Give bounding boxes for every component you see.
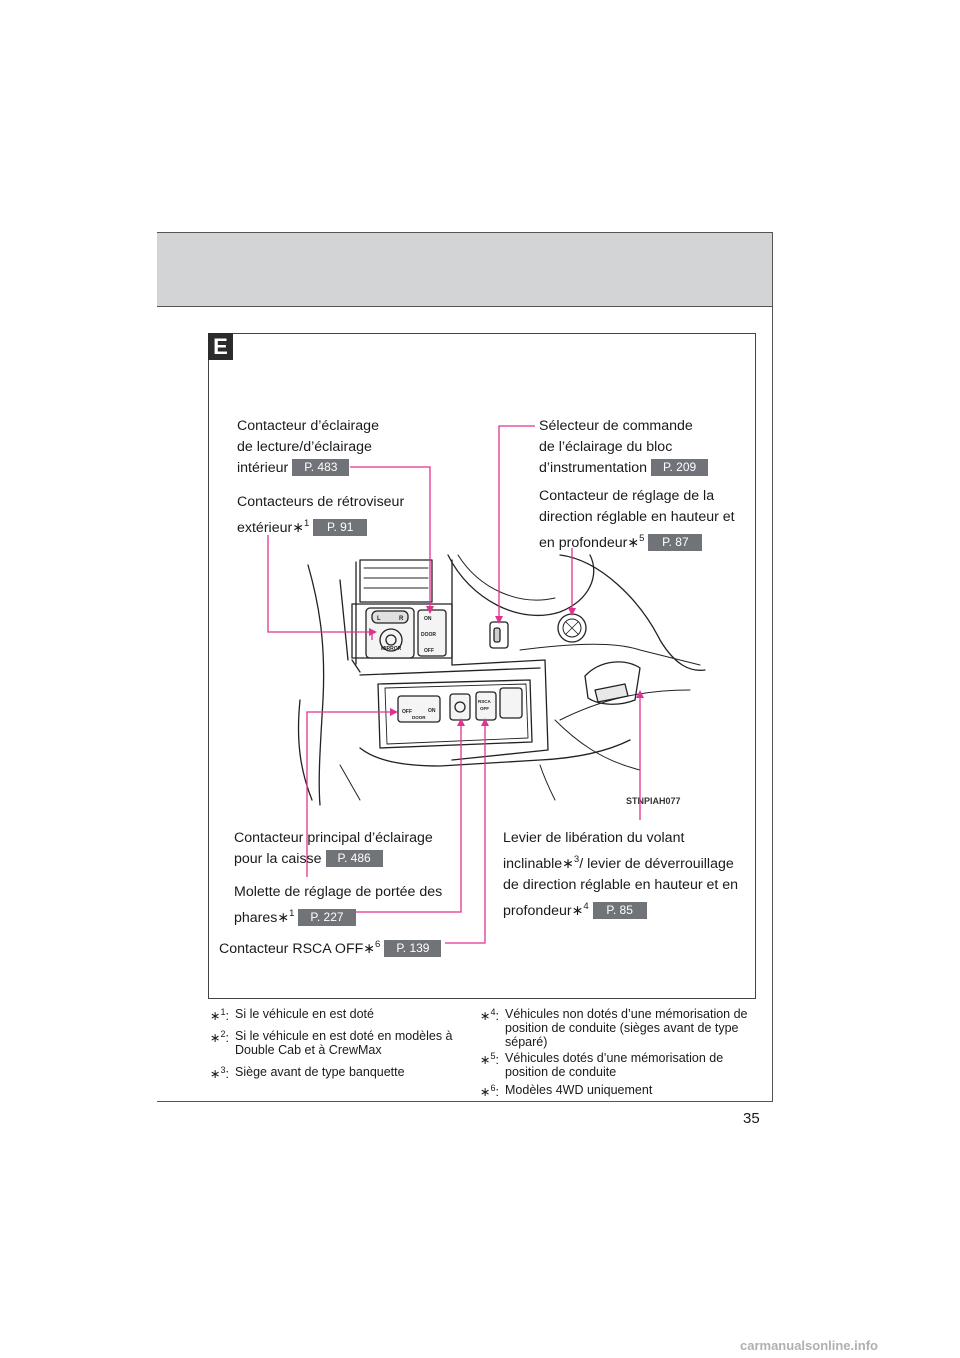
- right-margin-rule: [772, 232, 773, 1102]
- section-badge: E: [208, 333, 233, 360]
- callout-bed-light: Contacteur principal d’éclairage pour la…: [234, 830, 433, 867]
- asterisk-icon: ∗: [480, 1009, 491, 1023]
- asterisk-icon: ∗: [292, 519, 304, 535]
- page-ref-badge[interactable]: P. 483: [292, 459, 350, 476]
- footnote-6: ∗6: Modèles 4WD uniquement: [480, 1083, 653, 1099]
- page-number: 35: [743, 1110, 760, 1127]
- asterisk-icon: ∗: [627, 534, 640, 550]
- svg-text:ON: ON: [428, 708, 436, 714]
- footnote-1: ∗1: Si le véhicule en est doté: [210, 1007, 374, 1023]
- callout-release-lever: Levier de libération du volant inclinabl…: [503, 830, 739, 919]
- svg-text:RSCA: RSCA: [478, 699, 492, 704]
- asterisk-icon: ∗: [210, 1031, 221, 1045]
- footnote-5: ∗5: Véhicules dotés d’une mémorisation d…: [480, 1051, 724, 1079]
- page-ref-badge[interactable]: P. 209: [651, 459, 709, 476]
- page-ref-badge[interactable]: P. 227: [298, 909, 356, 926]
- svg-text:OFF: OFF: [424, 648, 434, 654]
- page-ref-badge[interactable]: P. 139: [384, 940, 442, 957]
- asterisk-icon: ∗: [480, 1085, 491, 1099]
- svg-text:OFF: OFF: [480, 706, 489, 711]
- footnote-2: ∗2: Si le véhicule en est doté en modèle…: [210, 1029, 453, 1057]
- svg-text:MIRROR: MIRROR: [381, 646, 402, 652]
- console-left-edge: [307, 564, 325, 806]
- svg-text:R: R: [399, 616, 404, 622]
- page-ref-badge[interactable]: P. 87: [648, 534, 703, 551]
- asterisk-icon: ∗: [480, 1053, 491, 1067]
- asterisk-icon: ∗: [277, 909, 290, 925]
- svg-text:DOOR: DOOR: [421, 632, 436, 638]
- asterisk-icon: ∗: [363, 940, 376, 956]
- figure-frame: [208, 333, 756, 999]
- callout-dimmer: Sélecteur de commande de l’éclairage du …: [539, 416, 709, 479]
- asterisk-icon: ∗: [210, 1067, 221, 1081]
- callout-reading-light: Contacteur d’éclairage de lecture/d’écla…: [237, 418, 379, 476]
- svg-text:OFF: OFF: [402, 709, 412, 715]
- page-ref-badge[interactable]: P. 486: [325, 850, 383, 867]
- footnote-3: ∗3: Siège avant de type banquette: [210, 1065, 405, 1081]
- page-ref-badge[interactable]: P. 91: [313, 519, 368, 536]
- header-band: [157, 232, 773, 307]
- asterisk-icon: ∗: [210, 1009, 221, 1023]
- asterisk-icon: ∗: [571, 902, 584, 918]
- svg-text:L: L: [377, 616, 381, 622]
- asterisk-icon: ∗: [562, 855, 574, 871]
- watermark: carmanualsonline.info: [740, 1338, 878, 1353]
- svg-text:DOOR: DOOR: [412, 715, 426, 720]
- callout-headlight-level: Molette de réglage de portée des phares∗…: [234, 884, 443, 926]
- page-ref-badge[interactable]: P. 85: [592, 902, 647, 919]
- callout-tilt: Contacteur de réglage de la direction ré…: [539, 488, 735, 551]
- footnote-4: ∗4: Véhicules non dotés d’une mémorisati…: [480, 1007, 748, 1049]
- svg-text:ON: ON: [424, 616, 432, 622]
- illustration-code: STNPIAH077: [626, 796, 681, 806]
- bottom-rule: [157, 1101, 773, 1102]
